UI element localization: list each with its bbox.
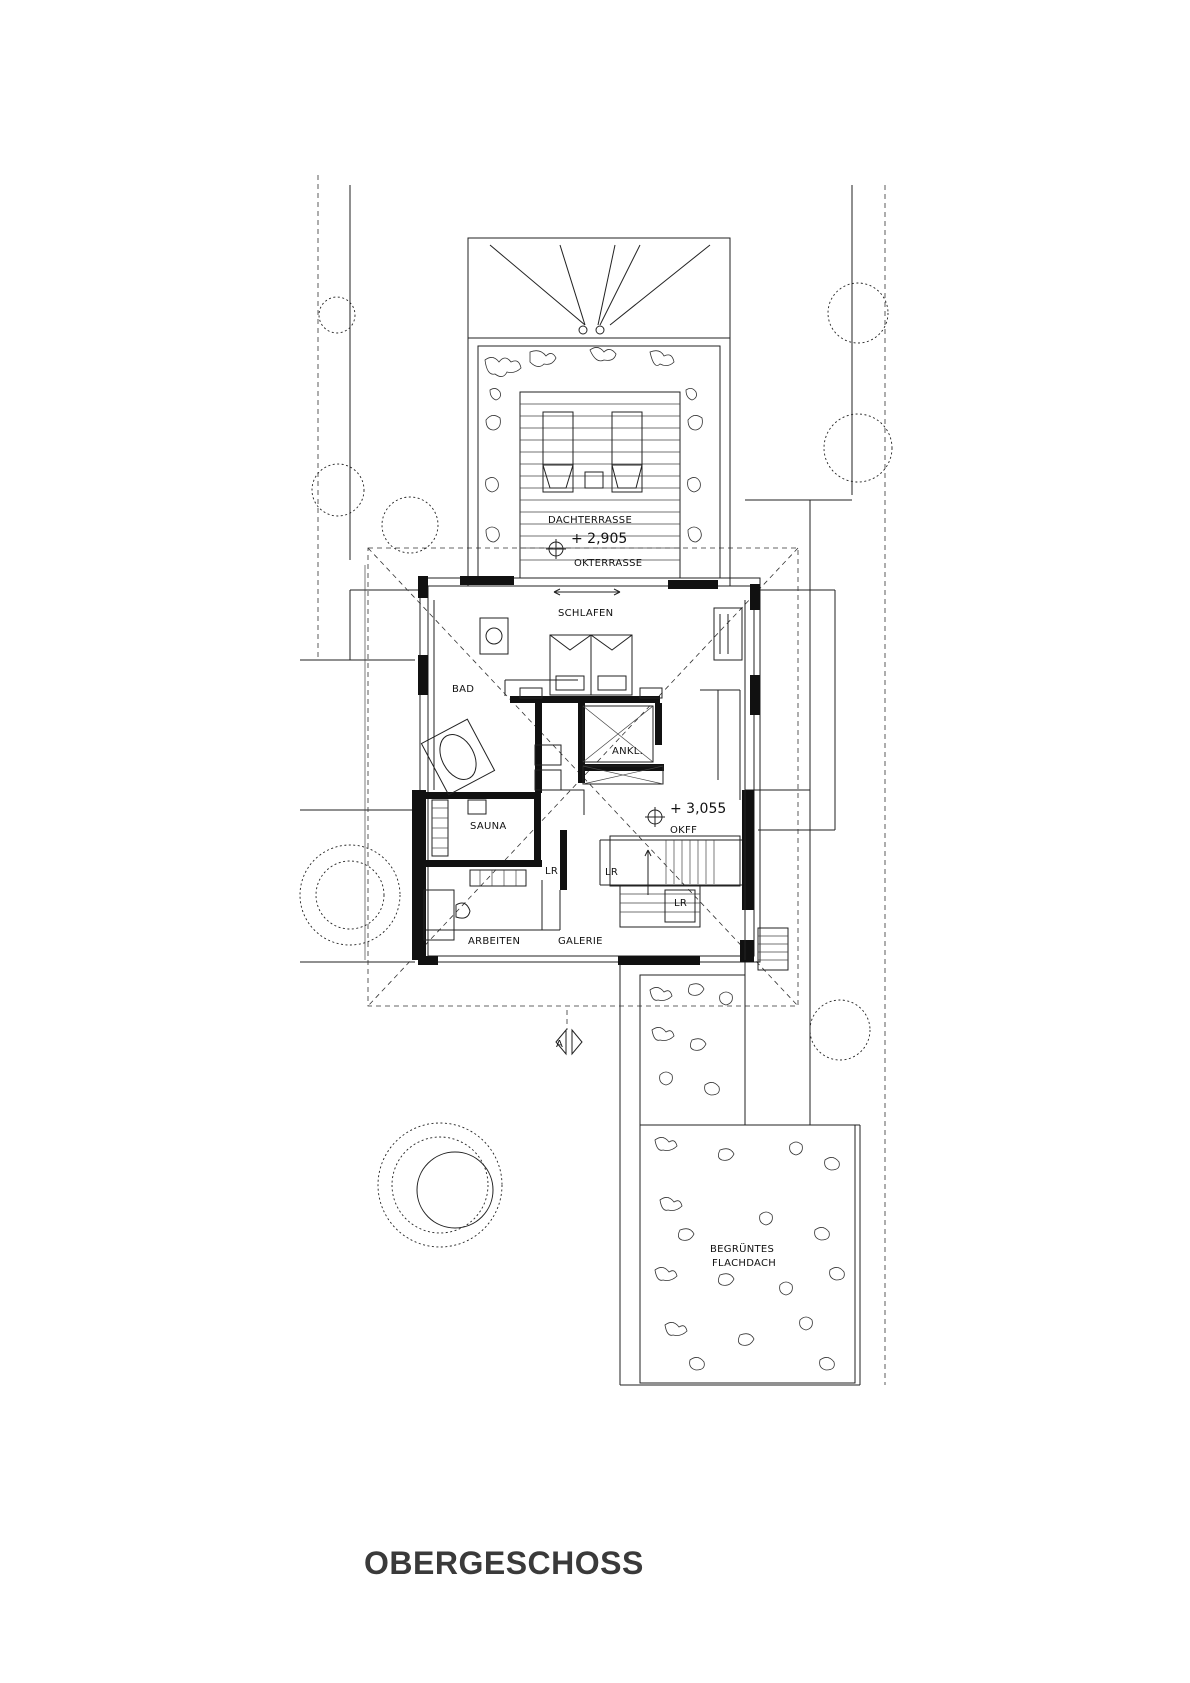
section-marker-label: A: [556, 1039, 563, 1050]
terrace-level-marker: [546, 539, 566, 559]
terrace-level-reference: OKTERRASSE: [574, 558, 642, 569]
dressing-room-storage: [582, 705, 664, 785]
label-green-roof-line1: BEGRÜNTES: [710, 1242, 774, 1255]
roof-terrace: [467, 337, 731, 596]
label-lr-3: LR: [674, 898, 687, 909]
room-label-schlafen: SCHLAFEN: [558, 608, 613, 619]
office-desk: [423, 880, 543, 941]
floor-level-value: + 3,055: [670, 801, 726, 817]
terrace-level-value: + 2,905: [571, 531, 627, 547]
bath-fixtures: [420, 617, 585, 815]
trees: [299, 282, 893, 1248]
floor-level-marker: [645, 807, 665, 827]
label-lr-2: LR: [605, 867, 618, 878]
section-marker: [555, 1010, 583, 1056]
building-walls: [412, 576, 761, 965]
floor-level-reference: OKFF: [670, 825, 697, 836]
interior-walls: [426, 679, 742, 931]
bedroom-furniture: [519, 607, 743, 699]
room-label-bad: BAD: [452, 684, 474, 695]
room-label-dachterrasse: DACHTERRASSE: [548, 515, 632, 526]
skylight-roof: [467, 237, 731, 339]
label-green-roof-line2: FLACHDACH: [712, 1258, 776, 1269]
green-roof: [639, 974, 856, 1384]
label-lr-1: LR: [545, 866, 558, 877]
property-boundaries: [300, 175, 886, 1386]
room-label-arbeiten: ARBEITEN: [468, 936, 520, 947]
room-label-galerie: GALERIE: [558, 936, 603, 947]
sauna-benches: [431, 799, 527, 887]
room-label-sauna: SAUNA: [470, 821, 507, 832]
room-label-ankl: ANKL.: [612, 746, 643, 757]
staircase: [609, 835, 789, 971]
drawing-title: OBERGESCHOSS: [364, 1545, 644, 1581]
